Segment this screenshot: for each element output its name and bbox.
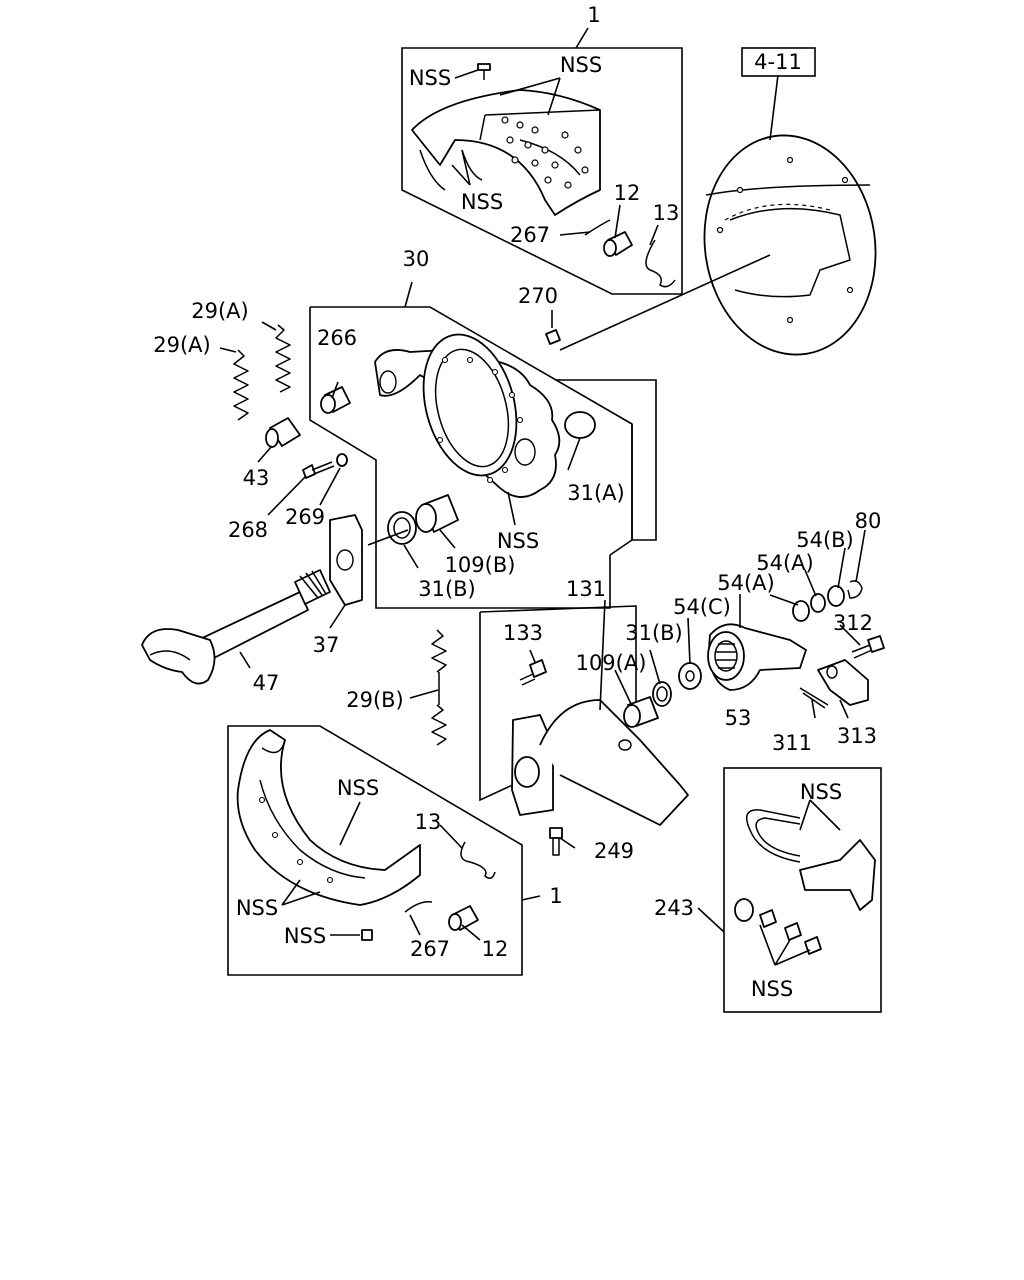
bracket-131 (511, 699, 689, 826)
label-spider-assembly: 30 (403, 247, 430, 271)
label-camshaft-47: 47 (253, 671, 280, 695)
bottom-shoe-group-outline (227, 725, 523, 976)
label-shoe-top-nss-lining: NSS (560, 53, 602, 77)
dust-shield (703, 134, 877, 356)
washer-269 (336, 453, 348, 467)
seal-31b-left (387, 511, 417, 545)
bottom-roller-12 (448, 905, 479, 931)
bushing-266 (320, 386, 351, 414)
label-bushing-266: 266 (317, 326, 357, 350)
top-rivet (477, 63, 491, 80)
bottom-spring-clip-13 (460, 841, 496, 879)
nut-270 (545, 329, 561, 345)
label-seal-31b-right: 31(B) (625, 621, 683, 645)
label-plate-37: 37 (313, 633, 340, 657)
label-spring-clip-bottom: 13 (415, 810, 442, 834)
label-spring-29a-2: 29(A) (153, 333, 210, 357)
kit-243-ubolt (745, 809, 876, 911)
label-shoe-bottom-nss-shoes: NSS (236, 896, 278, 920)
label-kit-243: 243 (654, 896, 694, 920)
top-roller-12 (603, 231, 633, 257)
label-bolt-133: 133 (503, 621, 543, 645)
top-spring-clip-13 (645, 239, 676, 288)
kit-243-nuts (734, 898, 822, 955)
label-wire-top: 267 (510, 223, 550, 247)
pin-311 (799, 687, 829, 709)
label-adjuster-53: 53 (725, 706, 752, 730)
washer-54c (678, 662, 702, 690)
label-roller-top: 12 (614, 181, 641, 205)
plate-37 (329, 514, 363, 606)
label-spring-clip-top: 13 (653, 201, 680, 225)
label-washer-54a-2: 54(A) (756, 551, 813, 575)
label-washer-269: 269 (285, 505, 325, 529)
fitting-249 (549, 827, 563, 856)
spring-29b (431, 629, 447, 746)
label-bolt-268: 268 (228, 518, 268, 542)
clevis-313 (817, 659, 869, 706)
bottom-brake-shoe (236, 729, 421, 906)
label-ring-80: 80 (855, 509, 882, 533)
label-bushing-109b: 109(B) (445, 553, 516, 577)
callout-labels: 4-11 1 NSS NSS NSS 12 13 267 30 270 266 … (153, 3, 881, 1001)
spring-29a-upper (275, 324, 291, 393)
plug-31a (564, 411, 596, 439)
ref-box-label: 4-11 (754, 50, 802, 74)
washer-54a-1 (792, 600, 810, 622)
kit-243-outline (723, 767, 882, 1013)
label-shoe-top-nss-shoe: NSS (461, 190, 503, 214)
top-shoe-group-outline (401, 47, 683, 295)
label-roller-bottom: 12 (482, 937, 509, 961)
label-bushing-109a: 109(A) (576, 651, 647, 675)
label-spring-29a-1: 29(A) (191, 299, 248, 323)
slack-adjuster-53 (707, 623, 807, 691)
label-shoe-bottom-assembly: 1 (549, 884, 562, 908)
top-brake-shoe (411, 89, 601, 216)
label-washer-54c: 54(C) (673, 595, 731, 619)
spider-group-outline (309, 306, 657, 609)
label-bolt-312: 312 (833, 611, 873, 635)
label-shoe-bottom-nss-rivet: NSS (284, 924, 326, 948)
label-shoe-top-nss-rivet: NSS (409, 66, 451, 90)
spring-29a-lower (233, 349, 249, 421)
leader-lines (219, 27, 866, 966)
washer-54b (827, 585, 845, 607)
label-pin-311: 311 (772, 731, 812, 755)
label-plug-31a: 31(A) (567, 481, 624, 505)
label-wire-bottom: 267 (410, 937, 450, 961)
bolt-133 (519, 659, 547, 686)
label-washer-54b: 54(B) (796, 528, 854, 552)
seal-31b-right (652, 681, 672, 707)
label-shoe-bottom-nss-lining: NSS (337, 776, 379, 800)
label-nut-270: 270 (518, 284, 558, 308)
label-shoe-top-assembly: 1 (587, 3, 600, 27)
bolt-312 (851, 635, 885, 659)
bottom-wire-267 (404, 900, 433, 913)
anchor-pin-43 (265, 417, 301, 448)
label-spider-nss: NSS (497, 529, 539, 553)
spider-group-inner-outline (609, 424, 633, 556)
label-clevis-313: 313 (837, 724, 877, 748)
washer-54a-2 (810, 593, 826, 613)
label-washer-54a-1: 54(A) (717, 571, 774, 595)
label-seal-31b-left: 31(B) (418, 577, 476, 601)
label-fitting-249: 249 (594, 839, 634, 863)
bottom-rivet (361, 929, 373, 941)
label-kit-nss-ubolt: NSS (800, 780, 842, 804)
ring-80 (847, 580, 863, 599)
label-spring-29b: 29(B) (346, 688, 404, 712)
top-wire-267 (584, 219, 611, 236)
label-kit-nss-nuts: NSS (751, 977, 793, 1001)
label-anchor-pin-43: 43 (243, 466, 270, 490)
bolt-268 (302, 461, 335, 479)
brake-spider (374, 333, 561, 498)
label-bracket-131: 131 (566, 577, 606, 601)
bushing-109b (415, 494, 459, 533)
camshaft-47 (141, 569, 331, 685)
